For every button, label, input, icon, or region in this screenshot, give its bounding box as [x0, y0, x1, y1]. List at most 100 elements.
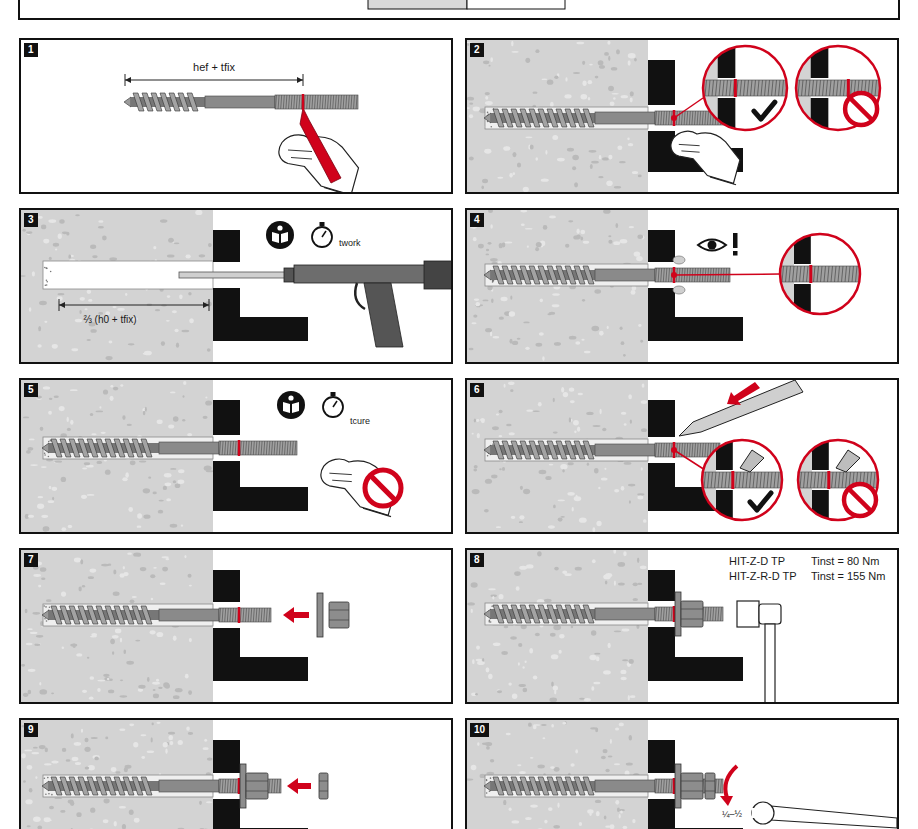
concrete-aggregate	[175, 688, 183, 692]
concrete-aggregate	[48, 411, 52, 415]
concrete-aggregate	[165, 748, 167, 753]
concrete-aggregate	[570, 763, 574, 766]
zoom-ground	[780, 234, 860, 314]
concrete-aggregate	[509, 339, 512, 344]
step-number: 2	[470, 43, 484, 57]
thread-line	[317, 95, 318, 109]
concrete-aggregate	[143, 514, 150, 518]
zoom-thread-line	[872, 80, 874, 96]
thread-line	[354, 95, 355, 109]
concrete-aggregate	[528, 722, 532, 726]
concrete-aggregate	[621, 677, 627, 680]
concrete-aggregate	[112, 651, 114, 655]
prohibition-sign	[845, 93, 877, 125]
icon-book	[281, 232, 288, 243]
panel-content	[21, 720, 328, 829]
anchor-cone-flight	[502, 266, 513, 284]
concrete-aggregate	[53, 243, 59, 247]
concrete-aggregate	[105, 356, 112, 360]
concrete-aggregate	[32, 271, 35, 276]
thread-line	[272, 779, 273, 793]
concrete-aggregate	[474, 299, 479, 301]
concrete-aggregate	[87, 657, 89, 659]
concrete-aggregate	[604, 815, 607, 819]
thread-line	[338, 95, 339, 109]
concrete-aggregate	[608, 56, 610, 61]
sheet-header-frame	[18, 0, 900, 20]
hand-finger	[288, 150, 312, 159]
hand-finger	[679, 144, 700, 152]
concrete-aggregate	[24, 749, 32, 751]
concrete-aggregate	[628, 394, 632, 399]
thread-line	[299, 95, 300, 109]
fixture-part	[213, 799, 240, 829]
nut-body	[681, 601, 703, 627]
concrete-aggregate	[509, 808, 512, 812]
concrete-aggregate	[115, 629, 121, 634]
hole-dust	[491, 605, 493, 607]
dimension-rule	[125, 80, 303, 81]
zoom-thread-line	[803, 266, 805, 282]
anchor-cone-flight	[538, 441, 549, 459]
concrete-aggregate	[40, 427, 44, 431]
thread-line	[307, 95, 308, 109]
concrete-aggregate	[187, 433, 192, 437]
concrete-aggregate	[181, 524, 183, 526]
zoom-thread-line	[847, 80, 849, 96]
concrete-aggregate	[491, 299, 494, 304]
anchor-cone-flight	[169, 93, 180, 111]
concrete-aggregate	[512, 341, 518, 345]
zoom-thread-line	[832, 472, 834, 488]
concrete-aggregate	[634, 58, 637, 62]
anchor-cone-flight	[574, 777, 585, 795]
concrete-aggregate	[151, 598, 153, 601]
concrete-aggregate	[27, 628, 33, 630]
thread-line	[240, 608, 241, 622]
thread-line	[348, 95, 349, 109]
concrete-aggregate	[469, 114, 473, 118]
concrete-aggregate	[520, 210, 527, 212]
concrete-aggregate	[519, 521, 523, 523]
concrete-base	[21, 210, 213, 362]
anchor-cone-flight	[51, 777, 62, 795]
icon-head	[288, 395, 293, 400]
anchor-cone-flight	[538, 605, 549, 623]
thread-line	[658, 443, 659, 457]
concrete-aggregate	[574, 430, 576, 433]
zoom-thread-line	[782, 266, 784, 282]
concrete-aggregate	[113, 387, 118, 391]
concrete-aggregate	[471, 765, 477, 771]
prohibition-bar	[850, 98, 872, 120]
concrete-aggregate	[547, 79, 554, 84]
anchor-rod	[42, 439, 297, 457]
zoom-thread-line	[761, 80, 763, 96]
concrete-aggregate	[573, 235, 580, 239]
zoom-thread-line	[800, 472, 802, 488]
concrete-aggregate	[511, 516, 516, 519]
washer	[675, 764, 681, 808]
concrete-aggregate	[590, 727, 597, 729]
concrete-aggregate	[45, 748, 48, 753]
anchor-cone-flight	[547, 266, 558, 284]
concrete-aggregate	[486, 254, 490, 256]
concrete-aggregate	[622, 629, 630, 632]
concrete-aggregate	[579, 822, 582, 826]
thread-line	[248, 608, 249, 622]
concrete-aggregate	[23, 693, 28, 697]
zoom-thread-line	[823, 80, 825, 96]
concrete-aggregate	[525, 347, 529, 350]
concrete-aggregate	[74, 558, 81, 563]
concrete-aggregate	[553, 398, 555, 402]
exclamation-dot	[733, 251, 738, 256]
fixture-part	[213, 230, 240, 262]
anchor-tip	[484, 113, 491, 123]
concrete-aggregate	[112, 306, 116, 308]
zoom-fixture	[716, 490, 733, 530]
concrete-aggregate	[503, 146, 510, 151]
anchor-tip	[484, 609, 491, 619]
concrete-aggregate	[493, 336, 500, 338]
concrete-aggregate	[39, 689, 47, 694]
thread-line	[700, 111, 701, 125]
concrete-aggregate	[199, 801, 202, 805]
concrete-aggregate	[550, 766, 555, 769]
